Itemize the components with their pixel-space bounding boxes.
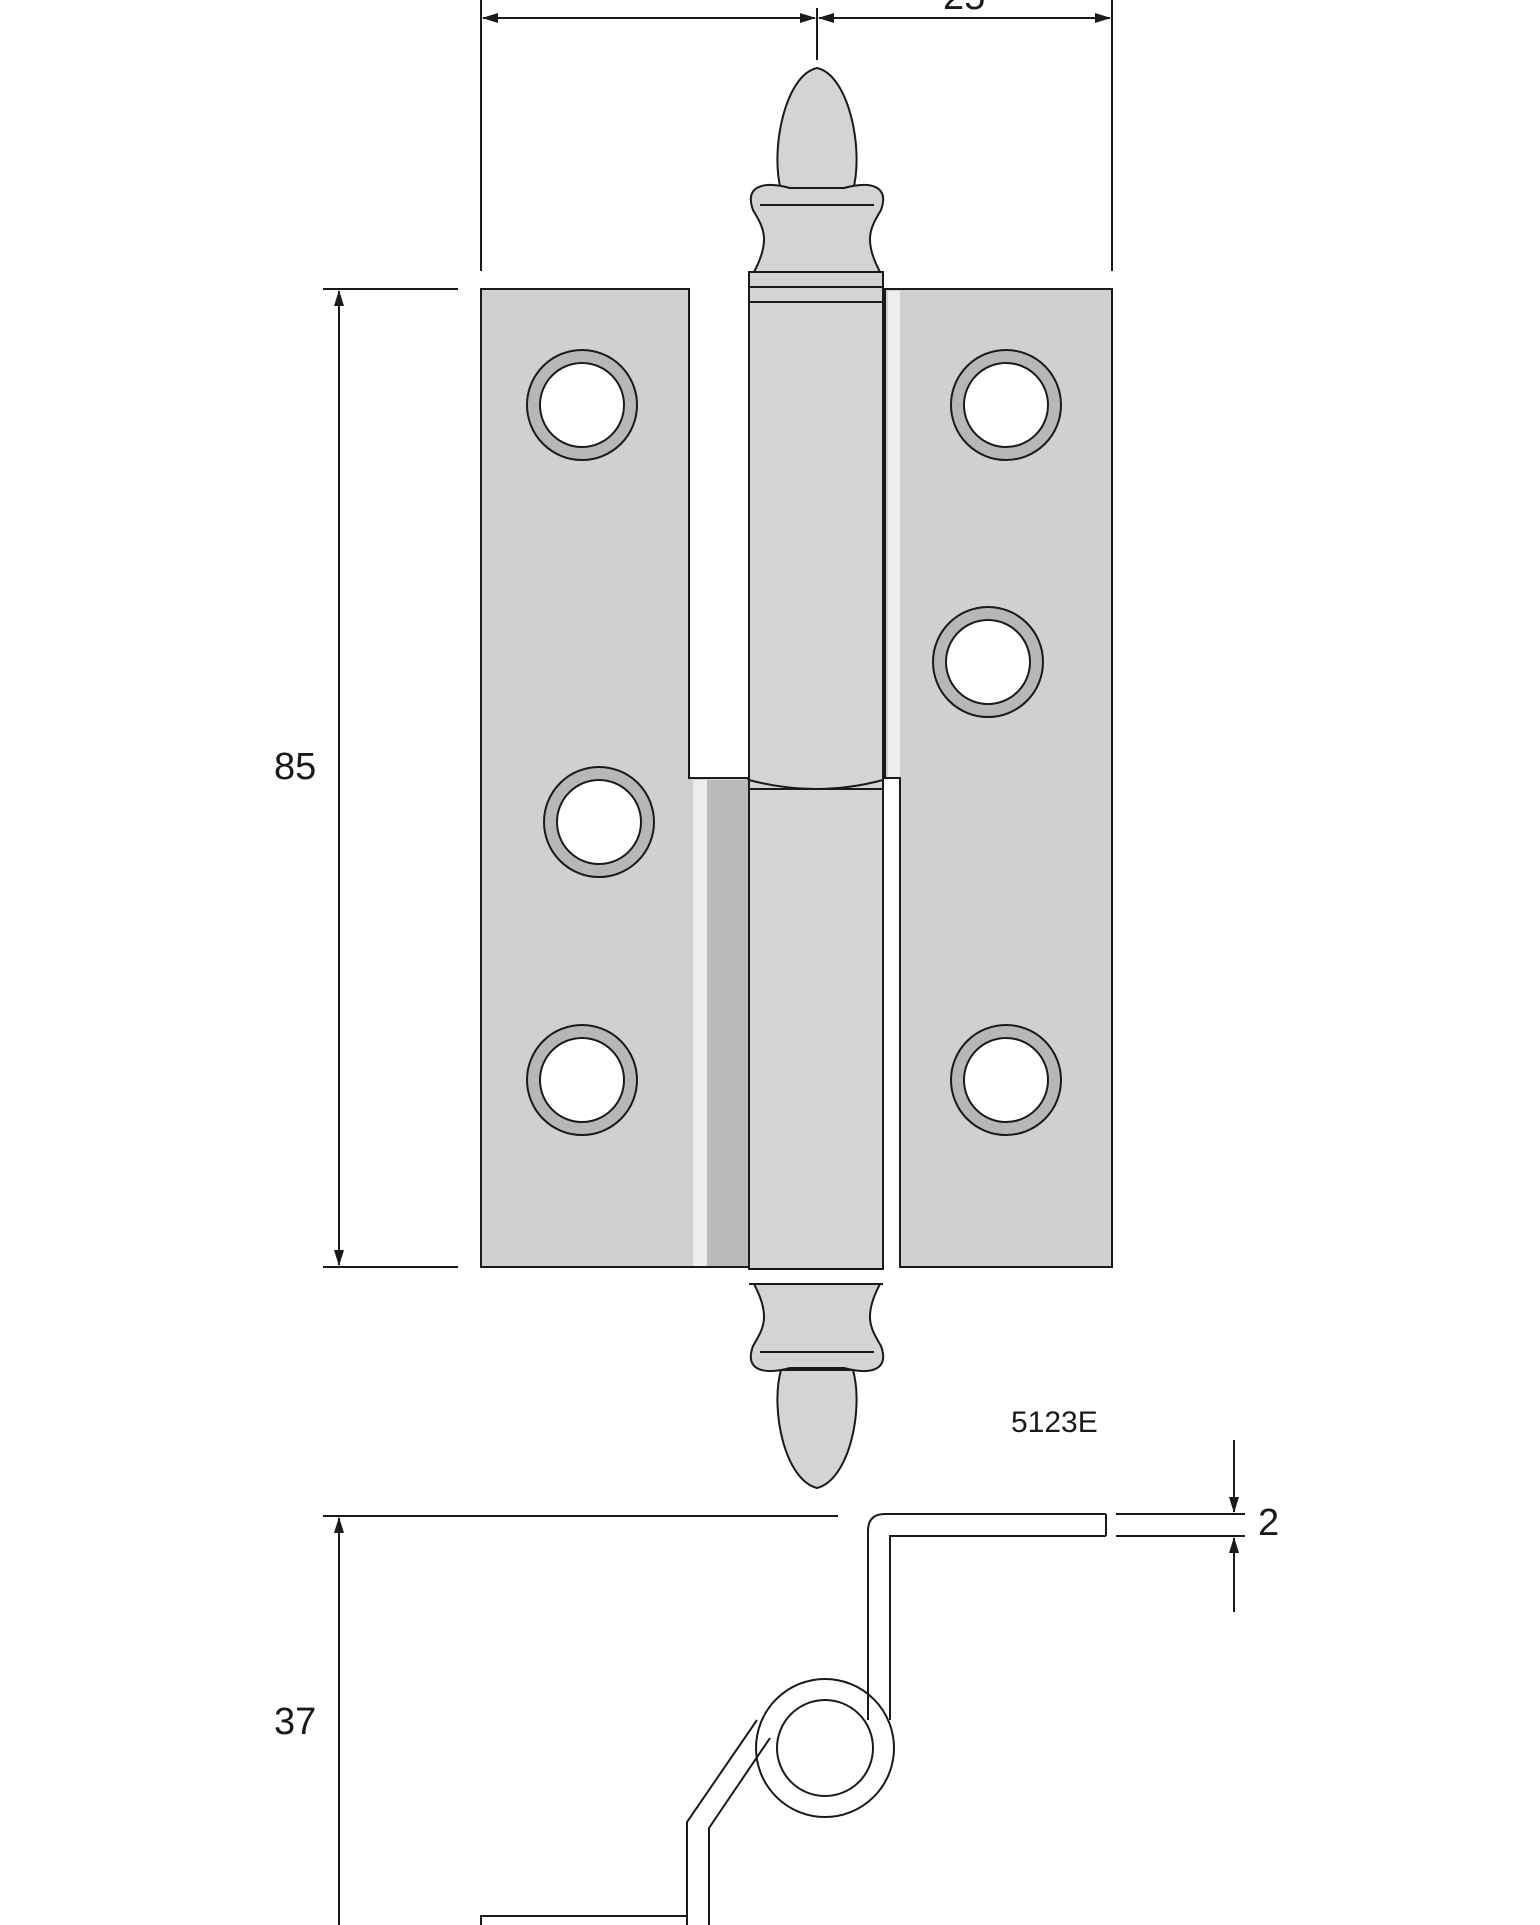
- top-width-dimension: [480, 0, 1113, 271]
- part-number-label: 5123E: [1011, 1406, 1098, 1439]
- top-collar: [749, 184, 885, 273]
- bottom-finial: [776, 1369, 858, 1490]
- profile-inner-leaf: [686, 1719, 758, 1925]
- bottom-collar: [749, 1283, 885, 1372]
- thickness-dimension: [1116, 1440, 1245, 1612]
- screw-hole: [526, 349, 638, 461]
- profile-outer-leaf-inner: [889, 1535, 1106, 1720]
- lower-barrel: [748, 788, 884, 1270]
- depth-dimension-label: 37: [274, 1701, 317, 1743]
- height-dimension-label: 85: [274, 746, 317, 788]
- right-leaf: [884, 288, 1113, 1268]
- top-finial: [776, 66, 858, 191]
- profile-bottom-plate: [480, 1915, 687, 1925]
- profile-inner-leaf-inner: [708, 1737, 771, 1925]
- hinge-knuckle: [748, 66, 885, 1490]
- screw-hole: [526, 1024, 638, 1136]
- height-dimension: [323, 288, 458, 1268]
- side-profile: [480, 1513, 1107, 1925]
- depth-dimension: [323, 1515, 838, 1925]
- top-right-width-label: 25: [943, 0, 985, 19]
- screw-holes: [526, 349, 1062, 1136]
- profile-knuckle-inner: [776, 1699, 874, 1797]
- screw-hole: [950, 1024, 1062, 1136]
- profile-outer-leaf: [867, 1513, 1106, 1720]
- upper-barrel: [748, 271, 884, 790]
- screw-hole: [932, 606, 1044, 718]
- thickness-dimension-label: 2: [1258, 1502, 1280, 1544]
- profile-knuckle-outer: [755, 1678, 895, 1818]
- screw-hole: [543, 766, 655, 878]
- screw-hole: [950, 349, 1062, 461]
